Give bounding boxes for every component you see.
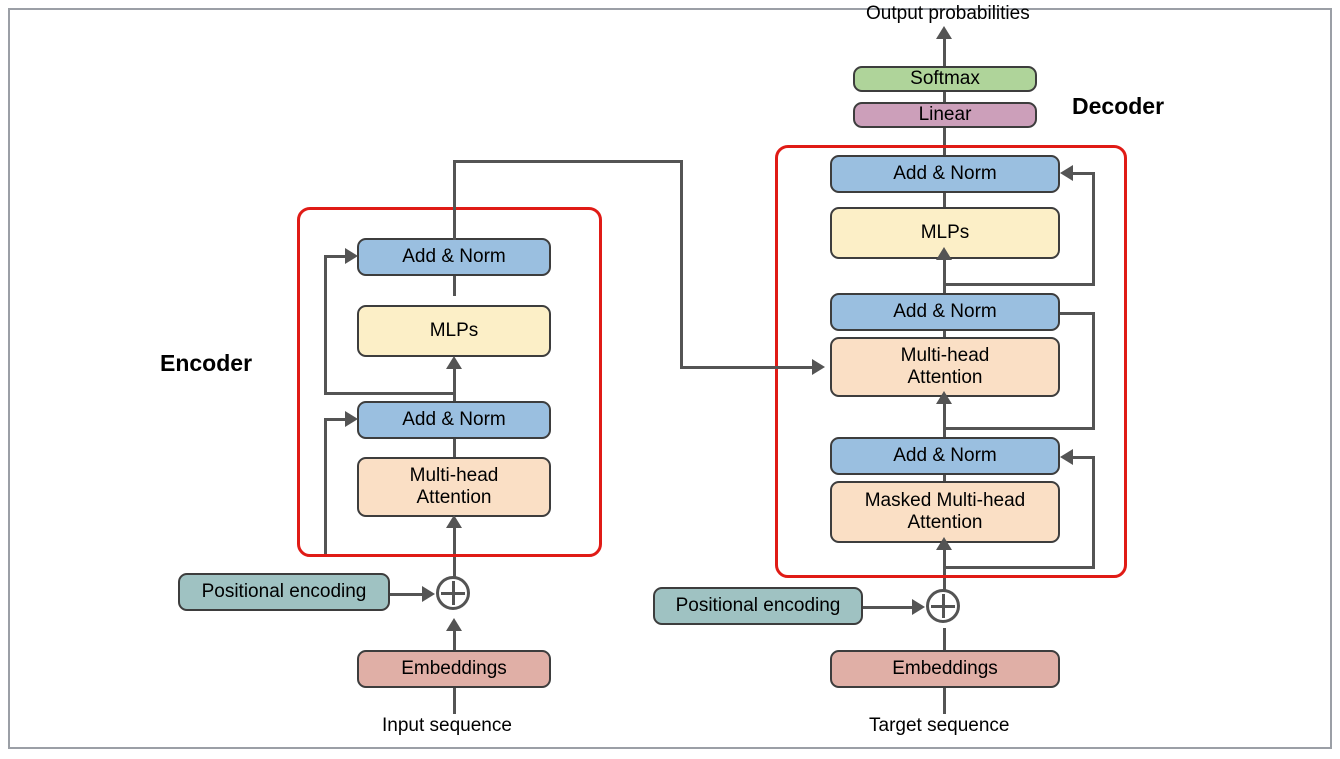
line-dec-residual3-bottom	[943, 283, 1095, 286]
encoder-addnorm-bottom-box[interactable]: Add & Norm	[357, 401, 551, 439]
decoder-addnorm-top-box[interactable]: Add & Norm	[830, 155, 1060, 193]
line-dec-embeddings-to-add	[943, 628, 946, 652]
decoder-label: Decoder	[1072, 93, 1165, 119]
encoder-addnorm-top-box[interactable]: Add & Norm	[357, 238, 551, 276]
decoder-add-circle-icon	[926, 589, 960, 623]
line-dec-addnorm1-to-cross	[943, 400, 946, 450]
arrowhead-enc-posenc-to-add	[422, 586, 435, 602]
arrowhead-enc-add-to-attention	[446, 515, 462, 528]
line-enc-residual1-vertical	[324, 418, 327, 557]
input-sequence-label: Input sequence	[382, 715, 512, 736]
line-enc-residual2-top	[324, 255, 350, 258]
line-dec-residual2-top	[1058, 312, 1095, 315]
figure-frame	[8, 8, 1332, 749]
arrowhead-enc-residual1	[345, 411, 358, 427]
line-softmax-to-output	[943, 35, 946, 66]
line-enc-attention-to-addnorm1	[453, 437, 456, 458]
target-sequence-label: Target sequence	[869, 715, 1010, 736]
arrowhead-cross-attention	[812, 359, 825, 375]
encoder-label: Encoder	[160, 350, 253, 376]
arrowhead-softmax-to-output	[936, 26, 952, 39]
line-dec-addnorm3-to-linear	[943, 128, 946, 158]
line-enc-posenc-to-add	[390, 593, 426, 596]
decoder-addnorm-bottom-box[interactable]: Add & Norm	[830, 437, 1060, 475]
line-target-to-embeddings	[943, 686, 946, 714]
line-dec-residual2-bottom	[943, 427, 1095, 430]
decoder-positional-encoding-box[interactable]: Positional encoding	[653, 587, 863, 625]
line-dec-addnorm2-to-mlps	[943, 256, 946, 306]
line-dec-residual1-bottom	[943, 566, 1095, 569]
decoder-addnorm-middle-box[interactable]: Add & Norm	[830, 293, 1060, 331]
line-cross-down	[680, 160, 683, 368]
arrowhead-dec-residual3	[1060, 165, 1073, 181]
line-enc-residual1-top	[324, 418, 350, 421]
line-cross-across	[453, 160, 683, 163]
line-input-to-embeddings	[453, 686, 456, 714]
line-dec-residual1-vertical	[1092, 456, 1095, 569]
decoder-embeddings-box[interactable]: Embeddings	[830, 650, 1060, 688]
decoder-group-frame	[775, 145, 1127, 578]
line-cross-up	[453, 160, 456, 240]
line-linear-to-softmax	[943, 90, 946, 104]
encoder-attention-box[interactable]: Multi-head Attention	[357, 457, 551, 517]
linear-box[interactable]: Linear	[853, 102, 1037, 128]
encoder-positional-encoding-box[interactable]: Positional encoding	[178, 573, 390, 611]
arrowhead-dec-addnorm1-to-cross	[936, 391, 952, 404]
arrowhead-dec-add-to-masked-attention	[936, 537, 952, 550]
line-dec-residual2-vertical	[1092, 312, 1095, 430]
decoder-cross-attention-box[interactable]: Multi-head Attention	[830, 337, 1060, 397]
encoder-add-circle-icon	[436, 576, 470, 610]
line-enc-embeddings-to-add	[453, 628, 456, 650]
line-dec-mlps-to-addnorm3	[943, 190, 946, 212]
arrowhead-dec-residual1	[1060, 449, 1073, 465]
decoder-masked-attention-box[interactable]: Masked Multi-head Attention	[830, 481, 1060, 543]
encoder-mlps-box[interactable]: MLPs	[357, 305, 551, 357]
arrowhead-dec-posenc-to-add	[912, 599, 925, 615]
line-enc-residual2-bottom	[324, 392, 454, 395]
arrowhead-enc-residual2	[345, 248, 358, 264]
line-dec-residual3-top	[1072, 172, 1095, 175]
line-enc-residual2-vertical	[324, 255, 327, 395]
line-enc-add-to-attention	[453, 525, 456, 578]
line-enc-addnorm1-to-mlps	[453, 365, 456, 415]
encoder-group-frame	[297, 207, 602, 557]
line-enc-mlps-to-addnorm2	[453, 274, 456, 296]
softmax-box[interactable]: Softmax	[853, 66, 1037, 92]
line-dec-residual1-top	[1072, 456, 1095, 459]
line-cross-into-decoder	[680, 366, 817, 369]
arrowhead-dec-addnorm2-to-mlps	[936, 247, 952, 260]
line-dec-residual3-vertical	[1092, 172, 1095, 286]
line-dec-posenc-to-add	[861, 606, 916, 609]
encoder-embeddings-box[interactable]: Embeddings	[357, 650, 551, 688]
arrowhead-enc-addnorm1-to-mlps	[446, 356, 462, 369]
arrowhead-enc-embeddings-to-add	[446, 618, 462, 631]
output-probabilities-label: Output probabilities	[866, 3, 1030, 24]
